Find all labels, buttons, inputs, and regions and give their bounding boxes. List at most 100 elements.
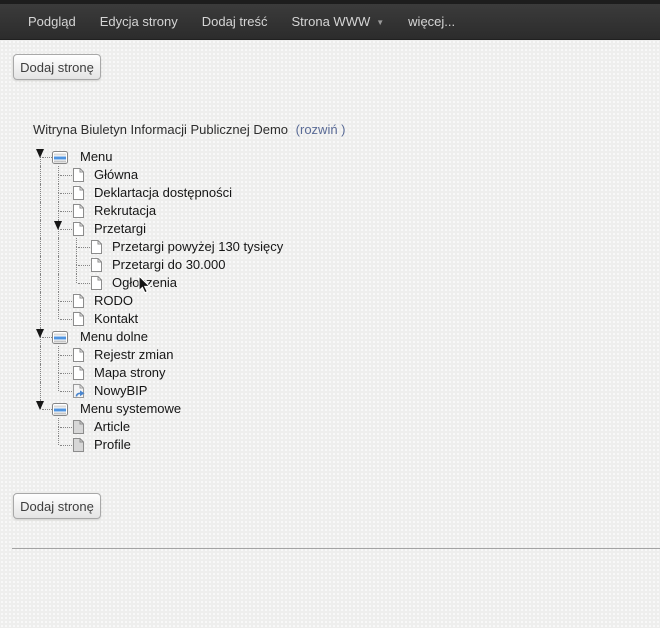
expand-all-link[interactable]: (rozwiń ) (295, 122, 346, 137)
page-icon (72, 221, 85, 237)
expander-icon[interactable] (36, 401, 44, 410)
tree-node-label[interactable]: Profile (94, 437, 131, 452)
tree-connector-line (78, 247, 90, 248)
tree-node-label[interactable]: RODO (94, 293, 133, 308)
menu-icon (52, 403, 68, 416)
tree-node-label[interactable]: Kontakt (94, 311, 139, 326)
tree-node-label[interactable]: Rejestr zmian (94, 347, 174, 362)
tree-node[interactable]: Rekrutacja (0, 202, 660, 220)
tree-node-label[interactable]: Rekrutacja (94, 203, 157, 218)
tree-connector-line (40, 202, 41, 220)
menu-icon (52, 331, 68, 344)
tree-node[interactable]: Główna (0, 166, 660, 184)
tree-connector-line (58, 202, 59, 211)
tree-connector-line (58, 364, 59, 373)
page-icon (72, 311, 85, 327)
tree-node[interactable]: NowyBIP (0, 382, 660, 400)
tree-node-label[interactable]: Menu systemowe (80, 401, 182, 416)
tree-header: Witryna Biuletyn Informacji Publicznej D… (33, 121, 346, 139)
tree-connector-line (76, 274, 77, 283)
tree-connector-line (58, 436, 59, 445)
tree-node[interactable]: Menu (0, 148, 660, 166)
expander-icon[interactable] (36, 149, 44, 158)
tree-connector-line (40, 337, 41, 346)
tree-node[interactable]: Article (0, 418, 660, 436)
tree-node-label[interactable]: Przetargi do 30.000 (112, 257, 226, 272)
tree-node[interactable]: Ogłoszenia (0, 274, 660, 292)
tree-node[interactable]: Przetargi do 30.000 (0, 256, 660, 274)
page-icon (72, 167, 85, 183)
tree-connector-line (40, 184, 41, 202)
tree-node[interactable]: Mapa strony (0, 364, 660, 382)
tree-connector-line (58, 256, 59, 274)
tree-connector-line (40, 292, 41, 310)
add-page-button-top[interactable]: Dodaj stronę (13, 54, 101, 80)
section-divider (12, 548, 660, 549)
tree-node[interactable]: Przetargi powyżej 130 tysięcy (0, 238, 660, 256)
expander-icon[interactable] (36, 329, 44, 338)
tree-connector-line (58, 166, 59, 175)
tree-connector-line (58, 355, 59, 364)
tree-connector-line (58, 301, 59, 310)
tree-connector-line (40, 157, 41, 166)
tree-connector-line (60, 193, 72, 194)
tree-connector-line (58, 292, 59, 301)
tree-connector-line (42, 409, 52, 410)
tree-node[interactable]: Menu dolne (0, 328, 660, 346)
tree-node-label[interactable]: Przetargi powyżej 130 tysięcy (112, 239, 284, 254)
tree-node-label[interactable]: NowyBIP (94, 383, 148, 398)
tree-connector-line (60, 229, 72, 230)
tree-node[interactable]: Menu systemowe (0, 400, 660, 418)
page-icon (72, 203, 85, 219)
tree-connector-line (60, 391, 72, 392)
tree-node-label[interactable]: Przetargi (94, 221, 147, 236)
topbar-item-podglad[interactable]: Podgląd (28, 14, 76, 29)
tree-connector-line (58, 193, 59, 202)
tree-connector-line (60, 373, 72, 374)
tree-connector-line (60, 175, 72, 176)
page-gray-icon (72, 419, 85, 435)
tree-connector-line (78, 283, 90, 284)
tree-connector-line (40, 274, 41, 292)
tree-connector-line (78, 265, 90, 266)
tree-connector-line (40, 220, 41, 238)
topbar-item-edycja-strony[interactable]: Edycja strony (99, 14, 178, 29)
tree-node[interactable]: Przetargi (0, 220, 660, 238)
tree-connector-line (58, 184, 59, 193)
top-nav: Podgląd Edycja strony Dodaj treść Strona WW… (0, 0, 660, 40)
tree-node[interactable]: Rejestr zmian (0, 346, 660, 364)
tree-connector-line (42, 337, 52, 338)
add-page-button-bottom[interactable]: Dodaj stronę (13, 493, 101, 519)
tree-connector-line (60, 211, 72, 212)
tree-connector-line (40, 382, 41, 400)
tree-node-label[interactable]: Article (94, 419, 131, 434)
tree-connector-line (58, 427, 59, 436)
tree-node[interactable]: Kontakt (0, 310, 660, 328)
topbar-item-wiecej[interactable]: więcej... (408, 14, 456, 29)
tree-node[interactable]: Deklartacja dostępności (0, 184, 660, 202)
tree-connector-line (60, 355, 72, 356)
mouse-cursor (138, 274, 152, 295)
topbar-item-strona-www[interactable]: Strona WWW▼ (291, 14, 385, 29)
tree-node-label[interactable]: Menu (80, 149, 113, 164)
tree-node[interactable]: RODO (0, 292, 660, 310)
tree-node[interactable]: Profile (0, 436, 660, 454)
tree-node-label[interactable]: Główna (94, 167, 139, 182)
tree-connector-line (40, 364, 41, 382)
expander-icon[interactable] (54, 221, 62, 230)
page-icon (72, 293, 85, 309)
tree-node-label[interactable]: Menu dolne (80, 329, 148, 344)
tree-connector-line (40, 256, 41, 274)
tree-connector-line (58, 418, 59, 427)
chevron-down-icon: ▼ (376, 18, 385, 27)
tree-connector-line (58, 274, 59, 292)
page-icon (72, 185, 85, 201)
tree-node-label[interactable]: Mapa strony (94, 365, 166, 380)
tree-connector-line (60, 301, 72, 302)
topbar-item-dodaj-tresc[interactable]: Dodaj treść (201, 14, 268, 29)
tree-connector-line (58, 211, 59, 220)
tree-connector-line (40, 166, 41, 184)
tree-node-label[interactable]: Deklartacja dostępności (94, 185, 233, 200)
page-icon (72, 365, 85, 381)
page-link-icon (72, 383, 86, 399)
